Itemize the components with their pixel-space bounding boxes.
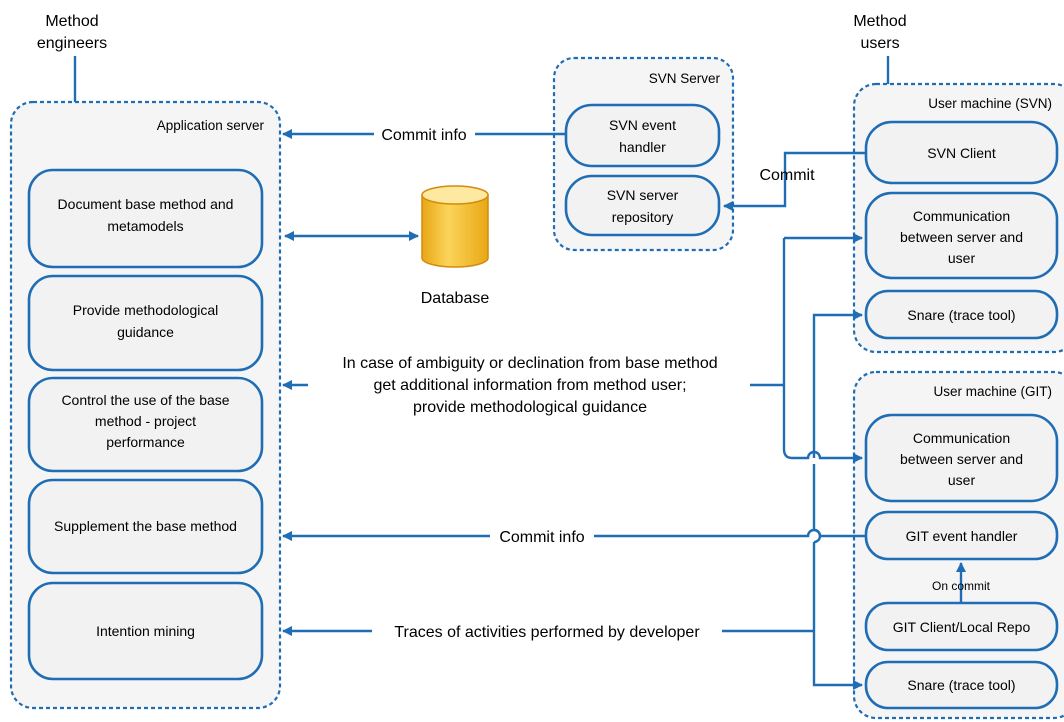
- user-machine-git-title: User machine (GIT): [933, 384, 1052, 399]
- actor-method-users-line-2: users: [860, 35, 899, 52]
- line-snare-vertical: [812, 464, 862, 685]
- app-task-1-line-2: metamodels: [107, 218, 183, 234]
- app-task-intention-mining: Intention mining: [27, 581, 264, 681]
- line-commit-info-git-right: [594, 528, 866, 538]
- app-task-provide-guidance: Provide methodological guidance: [27, 274, 264, 372]
- actor-method-engineers-line-1: Method: [45, 13, 98, 30]
- svn-client: SVN Client: [864, 120, 1059, 185]
- app-task-4-line-1: Supplement the base method: [54, 518, 237, 534]
- actor-method-engineers-line-2: engineers: [37, 35, 107, 52]
- svn-event-handler-line-2: handler: [619, 139, 666, 155]
- arrow-to-svn-snare: [812, 310, 863, 458]
- svn-snare-trace-tool: Snare (trace tool): [864, 289, 1059, 340]
- svn-communication-line-3: user: [948, 250, 976, 266]
- label-ambiguity-line-1: In case of ambiguity or declination from…: [342, 355, 717, 372]
- svn-snare-label: Snare (trace tool): [907, 307, 1015, 323]
- app-task-1-line-1: Document base method and: [58, 196, 234, 212]
- app-task-5-line-1: Intention mining: [96, 623, 195, 639]
- svn-server-title: SVN Server: [649, 71, 721, 86]
- git-communication-line-1: Communication: [913, 430, 1010, 446]
- svn-event-handler: SVN event handler: [564, 103, 721, 168]
- app-task-3-line-2: method - project: [95, 413, 196, 429]
- app-task-2-line-1: Provide methodological: [73, 302, 219, 318]
- svn-communication: Communication between server and user: [864, 191, 1059, 280]
- git-communication-line-2: between server and: [900, 451, 1023, 467]
- svn-communication-line-2: between server and: [900, 229, 1023, 245]
- application-server-title: Application server: [157, 118, 265, 133]
- label-commit: Commit: [759, 167, 815, 184]
- git-event-handler-label: GIT event handler: [906, 528, 1018, 544]
- arrow-svn-commit: [723, 151, 866, 211]
- line-ambiguity-vertical-lower: [782, 385, 863, 463]
- database-label: Database: [421, 290, 490, 307]
- label-ambiguity-line-2: get additional information from method u…: [373, 377, 686, 394]
- git-snare-label: Snare (trace tool): [907, 677, 1015, 693]
- user-machine-svn-title: User machine (SVN): [928, 96, 1052, 111]
- app-task-control-use: Control the use of the base method - pro…: [27, 376, 264, 473]
- git-event-handler: GIT event handler: [864, 510, 1059, 561]
- app-task-2-line-2: guidance: [117, 324, 174, 340]
- git-client-local-repo: GIT Client/Local Repo: [864, 601, 1059, 652]
- app-task-document-base-method: Document base method and metamodels: [27, 168, 264, 269]
- svn-server-repository-line-2: repository: [612, 209, 673, 225]
- connectors: [282, 129, 966, 685]
- label-commit-info-svn: Commit info: [381, 127, 466, 144]
- git-snare-trace-tool: Snare (trace tool): [864, 660, 1059, 710]
- database-icon: [421, 185, 489, 268]
- svn-client-label: SVN Client: [927, 145, 996, 161]
- app-task-supplement: Supplement the base method: [27, 478, 264, 575]
- label-traces: Traces of activities performed by develo…: [394, 624, 700, 641]
- svn-server-repository-line-1: SVN server: [607, 187, 679, 203]
- svn-event-handler-line-1: SVN event: [609, 117, 676, 133]
- svn-server-repository: SVN server repository: [564, 174, 721, 237]
- label-commit-info-git: Commit info: [499, 529, 584, 546]
- app-task-3-line-3: performance: [106, 434, 185, 450]
- svn-communication-line-1: Communication: [913, 208, 1010, 224]
- label-ambiguity-line-3: provide methodological guidance: [413, 399, 647, 416]
- git-client-label: GIT Client/Local Repo: [893, 619, 1031, 635]
- git-communication: Communication between server and user: [864, 413, 1059, 503]
- label-on-commit: On commit: [932, 579, 991, 593]
- app-task-3-line-1: Control the use of the base: [61, 392, 229, 408]
- git-communication-line-3: user: [948, 472, 976, 488]
- actor-method-users-line-1: Method: [853, 13, 906, 30]
